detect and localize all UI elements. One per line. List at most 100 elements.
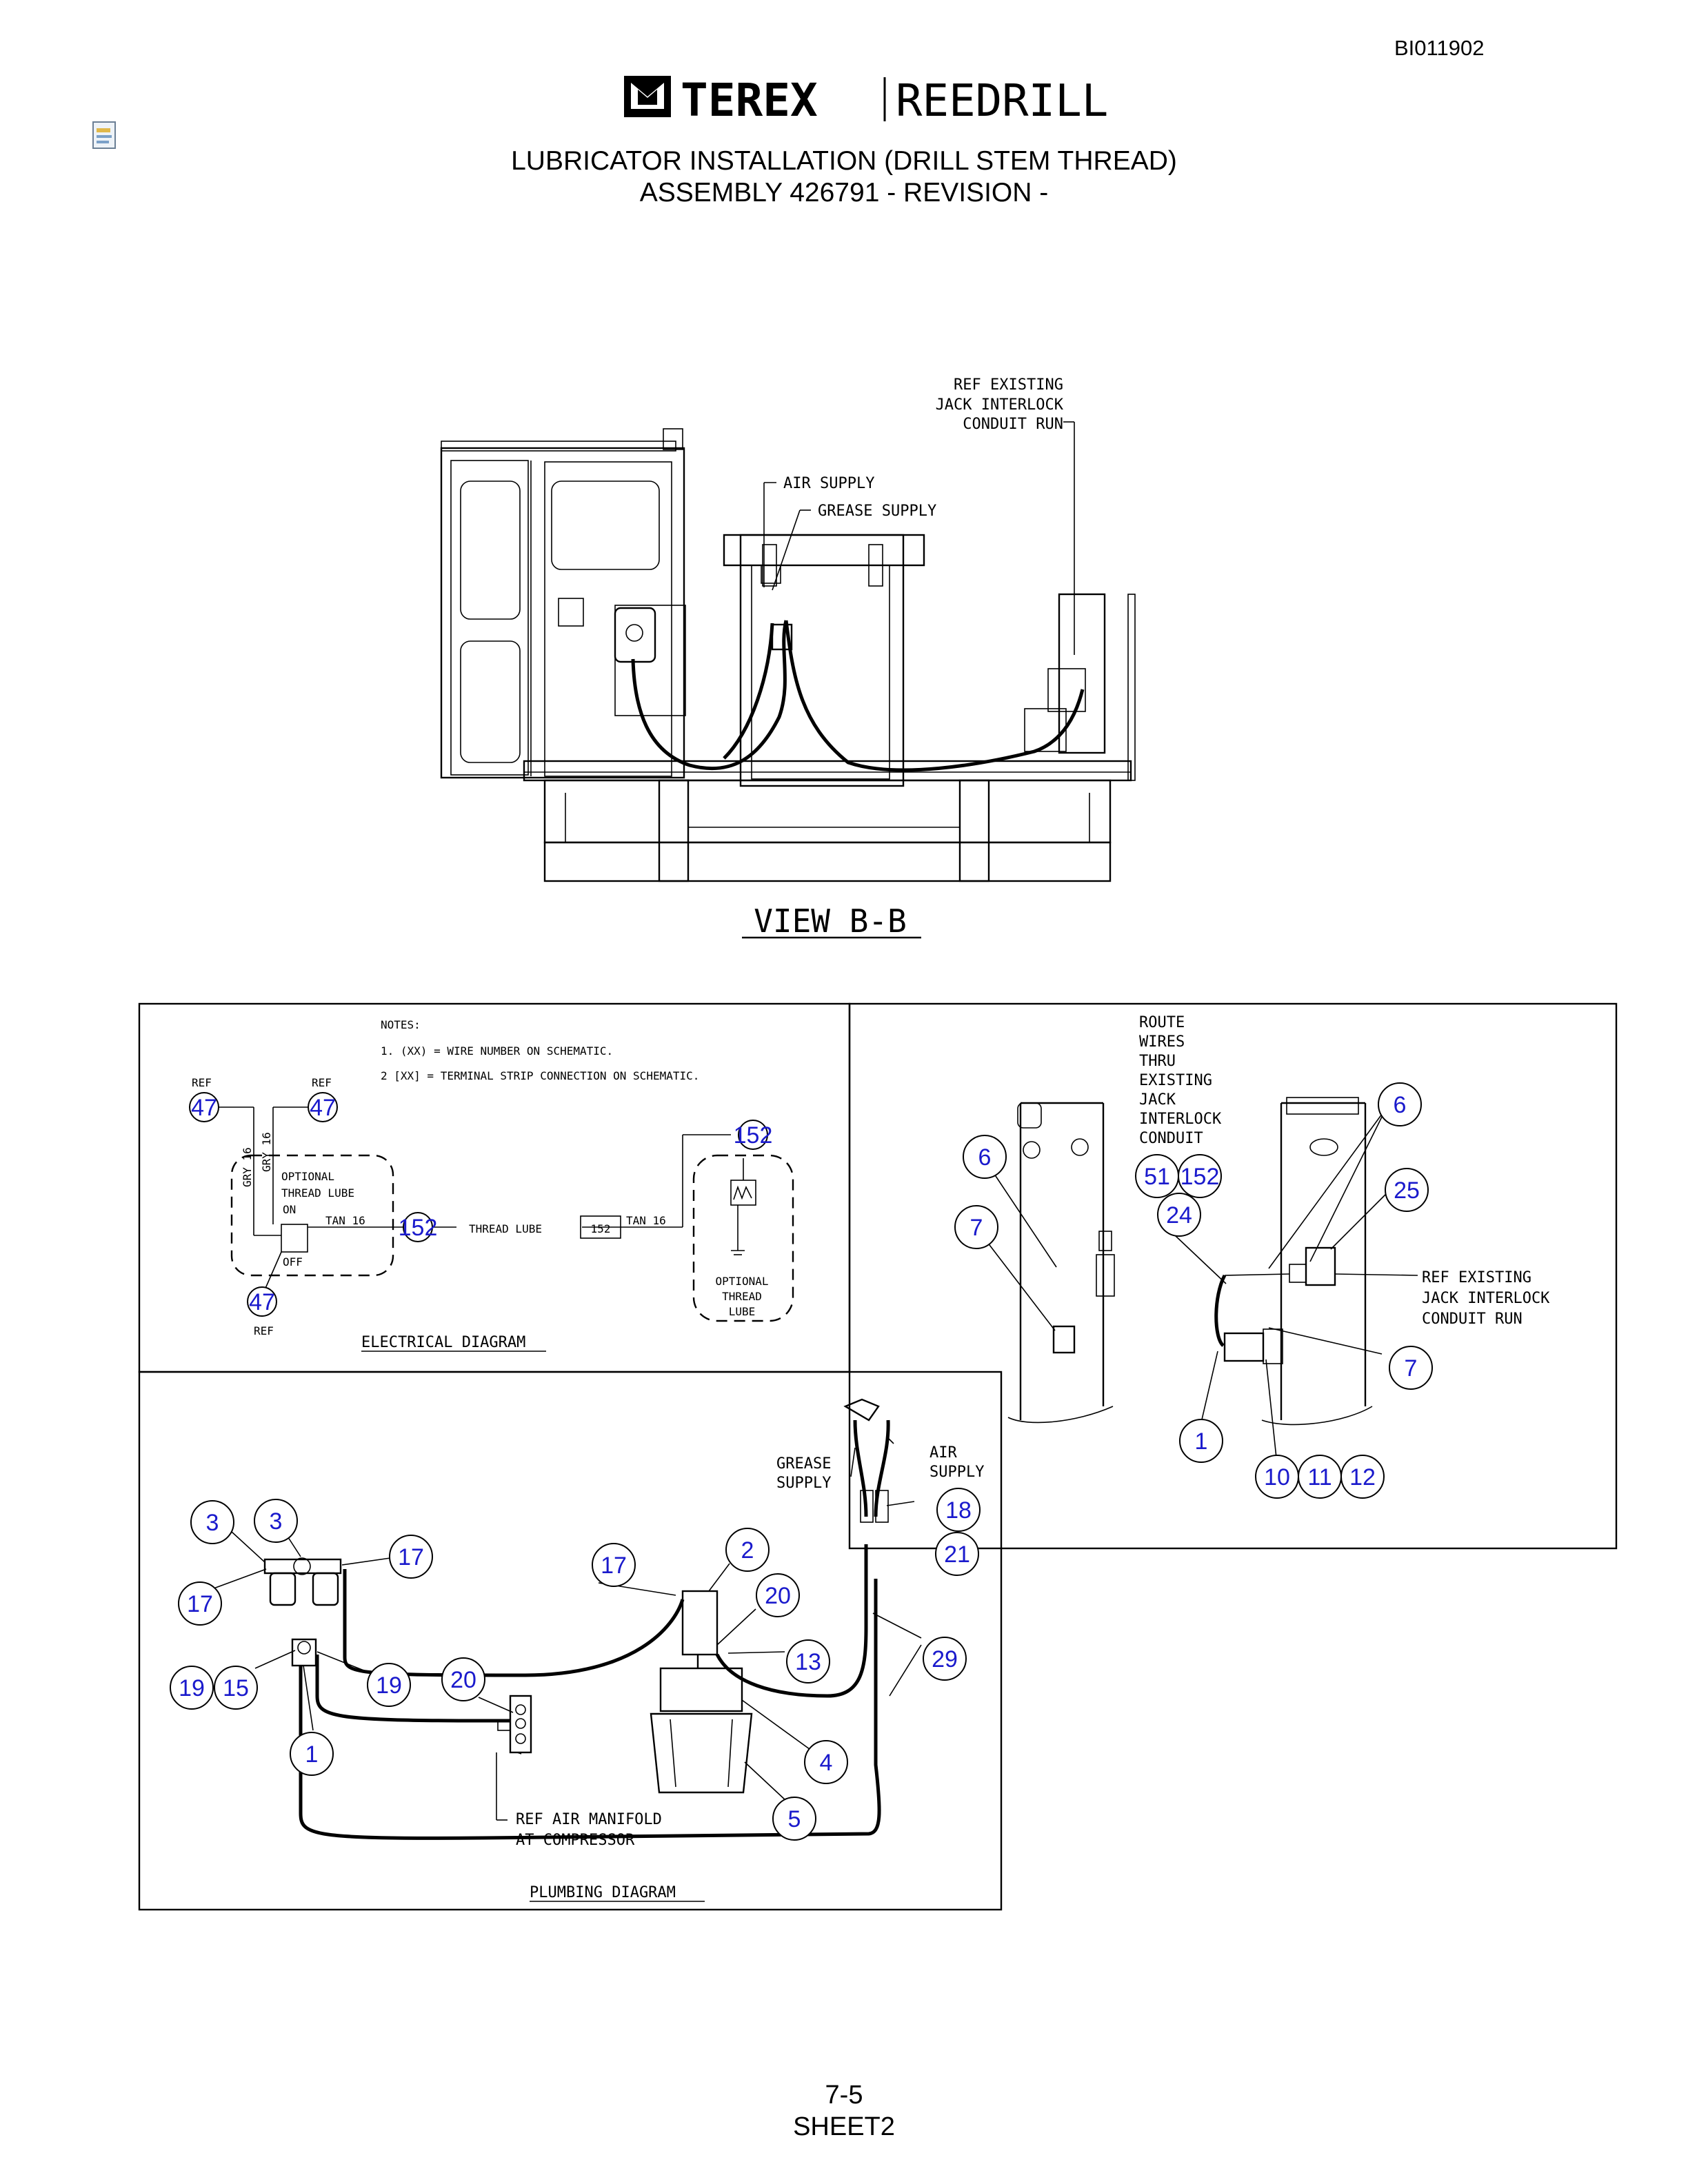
svg-text:3: 3 <box>206 1510 219 1536</box>
bb-ref-line1: REF EXISTING <box>954 376 1063 394</box>
balloon: 3 <box>190 1500 234 1544</box>
bb-air-supply: AIR SUPPLY <box>783 475 874 492</box>
svg-text:12: 12 <box>1349 1464 1376 1490</box>
svg-text:4: 4 <box>820 1750 833 1776</box>
detail-ref-line2: JACK INTERLOCK <box>1422 1290 1550 1307</box>
svg-text:25: 25 <box>1394 1177 1420 1204</box>
svg-text:20: 20 <box>765 1583 791 1609</box>
grease-supply-line1: GREASE <box>776 1455 831 1473</box>
balloon: 152 <box>399 1212 438 1242</box>
lube-label-2: THREAD <box>722 1290 762 1303</box>
balloon: 2 <box>725 1528 770 1572</box>
svg-text:17: 17 <box>398 1544 424 1570</box>
lube-label-3: LUBE <box>729 1305 756 1318</box>
balloon: 20 <box>441 1657 485 1701</box>
svg-text:47: 47 <box>310 1095 336 1121</box>
brand-right: REEDRILL <box>896 76 1108 127</box>
wire-gry-1: GRY 16 <box>241 1147 254 1187</box>
detail-ref-line3: CONDUIT RUN <box>1422 1311 1523 1328</box>
balloon: 21 <box>935 1532 979 1576</box>
balloon: 29 <box>923 1637 967 1681</box>
route-line-1: ROUTE <box>1139 1014 1185 1031</box>
svg-text:1: 1 <box>1195 1428 1208 1455</box>
sheet-label: SHEET2 <box>793 2112 895 2141</box>
electrical-diagram-title: ELECTRICAL DIAGRAM <box>361 1334 525 1351</box>
drawing-title-line1: LUBRICATOR INSTALLATION (DRILL STEM THRE… <box>511 146 1177 176</box>
balloon: 47 <box>308 1092 338 1122</box>
balloon: 1 <box>1179 1419 1223 1463</box>
svg-text:15: 15 <box>223 1675 249 1701</box>
balloon: 10 <box>1255 1455 1299 1499</box>
route-line-4: EXISTING <box>1139 1072 1212 1089</box>
svg-text:152: 152 <box>1180 1164 1220 1190</box>
svg-text:17: 17 <box>187 1591 213 1617</box>
document-icon[interactable] <box>91 120 119 150</box>
wire-tan-2: TAN 16 <box>626 1214 666 1227</box>
view-bb-title: VIEW B-B <box>754 902 907 940</box>
route-line-2: WIRES <box>1139 1033 1185 1051</box>
balloon: 47 <box>189 1092 219 1122</box>
route-line-5: JACK <box>1139 1091 1176 1109</box>
page-number: 7-5 <box>825 2081 863 2110</box>
svg-text:3: 3 <box>270 1508 283 1535</box>
balloon: 6 <box>963 1135 1007 1179</box>
detail-panel <box>848 1002 1618 1550</box>
svg-text:17: 17 <box>601 1553 627 1579</box>
route-line-6: INTERLOCK <box>1139 1111 1222 1128</box>
balloon: 47 <box>247 1286 277 1317</box>
drawing-title-line2: ASSEMBLY 426791 - REVISION - <box>639 178 1049 208</box>
detail-drawing <box>987 1097 1418 1465</box>
terex-logo: TEREX REEDRILL <box>624 74 1108 127</box>
plumbing-diagram-title: PLUMBING DIAGRAM <box>530 1884 676 1901</box>
balloon: 13 <box>786 1639 830 1684</box>
route-line-3: THRU <box>1139 1053 1176 1070</box>
svg-text:7: 7 <box>970 1215 983 1241</box>
plumbing-panel <box>138 1371 1003 1911</box>
view-bb <box>440 421 1136 882</box>
balloon: 15 <box>214 1666 258 1710</box>
balloon: 17 <box>389 1535 433 1579</box>
svg-text:7: 7 <box>1405 1355 1418 1382</box>
balloon: 7 <box>1389 1346 1433 1390</box>
balloon: 20 <box>756 1573 800 1617</box>
svg-text:1: 1 <box>305 1741 319 1768</box>
svg-text:10: 10 <box>1264 1464 1290 1490</box>
note-1: 1. (XX) = WIRE NUMBER ON SCHEMATIC. <box>381 1044 613 1058</box>
svg-text:11: 11 <box>1307 1464 1332 1490</box>
route-line-7: CONDUIT <box>1139 1130 1203 1147</box>
balloon: 12 <box>1340 1455 1385 1499</box>
svg-text:24: 24 <box>1166 1202 1192 1228</box>
balloon: 17 <box>178 1581 222 1626</box>
balloon: 11 <box>1298 1455 1342 1499</box>
svg-text:6: 6 <box>1394 1092 1407 1118</box>
ref-manifold-line1: REF AIR MANIFOLD <box>516 1811 662 1828</box>
balloon: 17 <box>592 1543 636 1587</box>
svg-text:5: 5 <box>788 1806 801 1832</box>
wire-gry-2: GRY 16 <box>260 1132 273 1172</box>
lube-label-1: OPTIONAL <box>715 1275 768 1288</box>
note-2: 2 [XX] = TERMINAL STRIP CONNECTION ON SC… <box>381 1069 699 1082</box>
balloon: 4 <box>804 1740 848 1784</box>
ref-manifold-line2: AT COMPRESSOR <box>516 1832 635 1849</box>
detail-ref-line1: REF EXISTING <box>1422 1269 1531 1286</box>
balloon: 24 <box>1157 1193 1201 1237</box>
svg-text:51: 51 <box>1144 1164 1170 1190</box>
ref-label-2: REF <box>312 1076 332 1089</box>
thread-lube-label: THREAD LUBE <box>469 1222 542 1235</box>
balloon: 3 <box>254 1499 298 1543</box>
brand-left: TEREX <box>681 74 818 127</box>
svg-text:47: 47 <box>191 1095 217 1121</box>
balloon: 7 <box>954 1205 998 1249</box>
svg-text:152: 152 <box>399 1215 438 1241</box>
switch-off: OFF <box>283 1255 303 1268</box>
ref-label-3: REF <box>254 1324 274 1337</box>
balloon: 1 <box>290 1732 334 1776</box>
svg-text:19: 19 <box>179 1675 205 1701</box>
svg-text:47: 47 <box>249 1289 275 1315</box>
svg-text:29: 29 <box>932 1646 958 1672</box>
balloon: 18 <box>936 1488 981 1532</box>
balloon: 152 <box>1178 1154 1222 1198</box>
notes-header: NOTES: <box>381 1018 421 1031</box>
plumbing-drawing <box>213 1398 922 1840</box>
